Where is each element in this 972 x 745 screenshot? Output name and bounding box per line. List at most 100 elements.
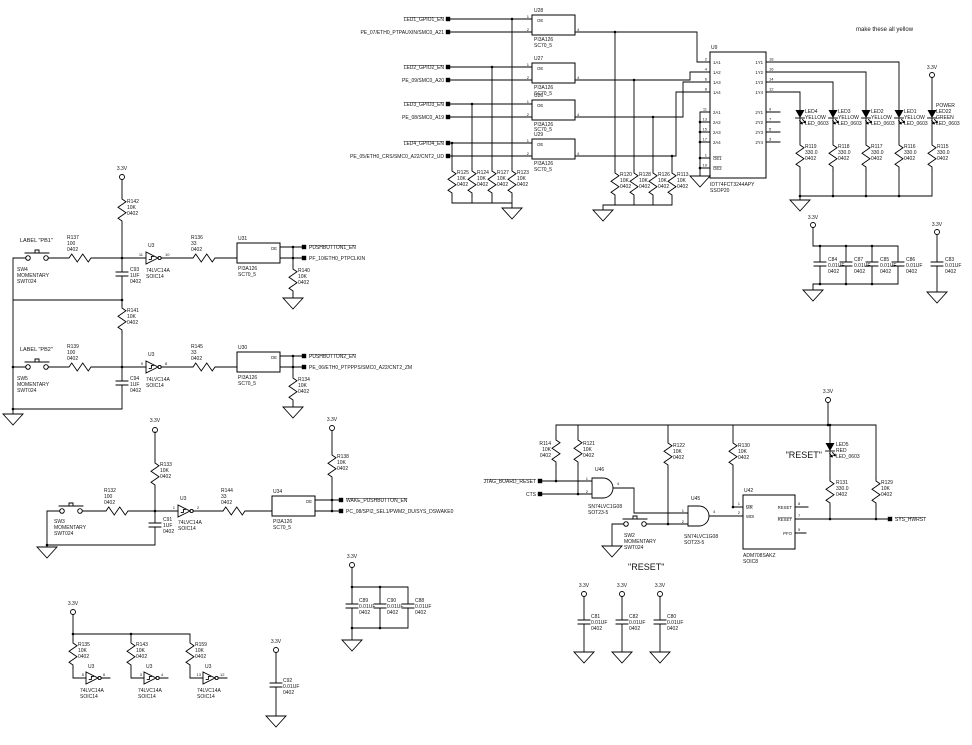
u9-pin-2: 2 [705, 57, 708, 62]
r118-pkg: 0402 [838, 156, 849, 162]
terminal [338, 508, 344, 514]
c91-pkg: 0402 [163, 529, 174, 535]
led-driver-u9 [689, 51, 948, 304]
led4-ref: LED4 [805, 109, 818, 115]
c82-capacitor [615, 619, 629, 625]
c94-pkg: 0402 [130, 388, 141, 394]
labels-led-gating: LED1_GPIO1_ENPE_07/ETH0_PTPAUXIN/SMC0_A2… [350, 8, 689, 190]
terminal [445, 114, 451, 120]
c84-pkg: 0402 [828, 269, 839, 275]
net-wake-pushbutton-en: WAKE_PUSHBUTTON_EN [346, 498, 408, 504]
r140-ref: R140 [298, 268, 310, 274]
pb2-label: LABEL "PB2" [20, 347, 53, 353]
u9-pin-9: 9 [769, 107, 772, 112]
net-pe05: PE_05/ETH0_CRS/SMC0_A22/CNT2_UD [350, 154, 444, 160]
u27-body [531, 62, 576, 84]
r113-pkg: 0402 [677, 184, 688, 190]
u29-pin2: 2 [527, 151, 530, 156]
c83-3v3-icon [934, 229, 940, 235]
u27-part: PI3A126 [534, 85, 553, 91]
u9-pin-4: 4 [705, 67, 708, 72]
u31-oe-pin: OE [271, 246, 277, 251]
r143-resistor [126, 639, 136, 669]
r143-ref: R143 [136, 642, 148, 648]
r131-pkg: 0402 [836, 492, 847, 498]
r135-ref: R135 [78, 642, 90, 648]
c81-value: 0.01UF [591, 620, 607, 626]
c83-value: 0.01UF [945, 263, 961, 269]
u9-1y4: 1Y4 [755, 90, 763, 95]
reset-3v3-label: 3.3V [823, 389, 834, 395]
u26-ref: U26 [534, 93, 543, 99]
r145-ref: R145 [191, 344, 203, 350]
u29-pkg: SC70_5 [534, 167, 552, 173]
u9-pin-7: 7 [769, 117, 772, 122]
u34-body [271, 495, 316, 517]
r130-pkg: 0402 [738, 455, 749, 461]
u29-body [531, 138, 576, 160]
u28-oe: OE [537, 18, 543, 23]
net-pushbutton2-en: PUSHBUTTON2_EN [309, 354, 356, 360]
r136-resistor [189, 253, 219, 263]
reset-label-big: "RESET" [786, 450, 822, 460]
r120-ref: R120 [620, 172, 632, 178]
u26-pin2: 2 [527, 112, 530, 117]
u42-nreset-out: RESET [778, 517, 793, 522]
terminal [537, 478, 543, 484]
r127-pkg: 0402 [497, 182, 508, 188]
u9-2a4: 2A4 [713, 140, 721, 145]
u29-part: PI3A126 [534, 161, 553, 167]
led5-color: RED [836, 448, 847, 454]
c81-capacitor [577, 619, 591, 625]
sw4-part: SWT024 [17, 279, 37, 285]
junction-dots [698, 120, 901, 286]
u29-pin4: 4 [577, 151, 580, 156]
u46-pkg: SOT23-5 [588, 510, 609, 516]
pb1-label: LABEL "PB1" [20, 238, 53, 244]
junction-dots [554, 423, 878, 526]
c80-pkg: 0402 [667, 626, 678, 632]
u27-pin1: 1 [527, 62, 530, 67]
c83-3v3-label: 3.3V [932, 222, 943, 228]
c85-ref: C85 [880, 257, 889, 263]
r159-resistor [185, 639, 195, 669]
u3d-inverter [85, 671, 102, 685]
r139-value: 100 [67, 350, 76, 356]
u3f-part: 74LVC14A [197, 688, 221, 694]
u27-pin2: 2 [527, 75, 530, 80]
u3d-ref: U3 [88, 664, 95, 670]
r134-ref: R134 [298, 377, 310, 383]
net-led1-gpio1-en: LED1_GPIO1_EN [404, 17, 445, 23]
c80-capacitor [653, 619, 667, 625]
r129-value: 10K [881, 486, 891, 492]
c84-capacitor [813, 261, 827, 267]
r141-value: 10K [127, 314, 137, 320]
c92-ref: C92 [283, 678, 292, 684]
ground-icon [926, 291, 948, 304]
terminal [301, 353, 307, 359]
u28-pin4: 4 [577, 27, 580, 32]
r118-value: 330.0 [838, 150, 851, 156]
r140-value: 10K [298, 274, 308, 280]
c91-value: 1UF [163, 523, 172, 529]
u31-body [236, 242, 281, 264]
net-led3-gpio3-en: LED3_GPIO3_EN [404, 102, 445, 108]
u3e-pin-in: 3 [140, 672, 143, 677]
c83-capacitor [930, 261, 944, 267]
r159-ref: R159 [195, 642, 207, 648]
labels-decoupling-right: 3.3VC840.01UF0402C870.01UF0402C850.01UF0… [808, 215, 962, 275]
u9-pin-1: 1 [705, 153, 708, 158]
r144-ref: R144 [221, 488, 233, 494]
wires [449, 18, 711, 211]
sw5-part: SWT024 [17, 388, 37, 394]
wires [583, 596, 661, 653]
c91-ref: C91 [163, 517, 172, 523]
u3c-pin-out: 2 [197, 505, 200, 510]
r138-ref: R138 [337, 454, 349, 460]
u42-pkg: SOIC8 [743, 559, 758, 565]
u9-body [709, 51, 767, 179]
c85-pkg: 0402 [880, 269, 891, 275]
ground-icon [601, 545, 623, 558]
u9-pin-3: 3 [769, 137, 772, 142]
wires [699, 61, 938, 293]
